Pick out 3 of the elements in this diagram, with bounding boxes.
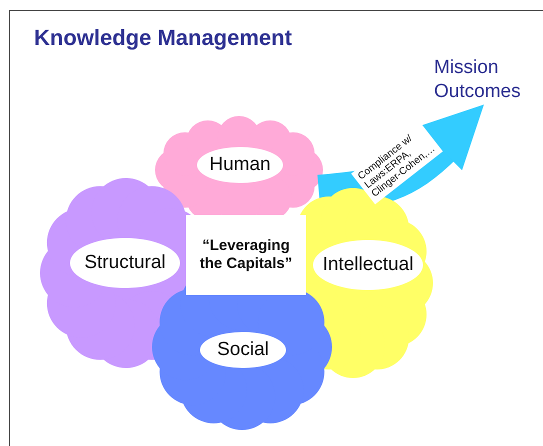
outcome-label: Mission Outcomes (434, 56, 539, 108)
center-box: “Leveraging the Capitals” (186, 215, 306, 295)
slide-title: Knowledge Management (34, 25, 292, 51)
